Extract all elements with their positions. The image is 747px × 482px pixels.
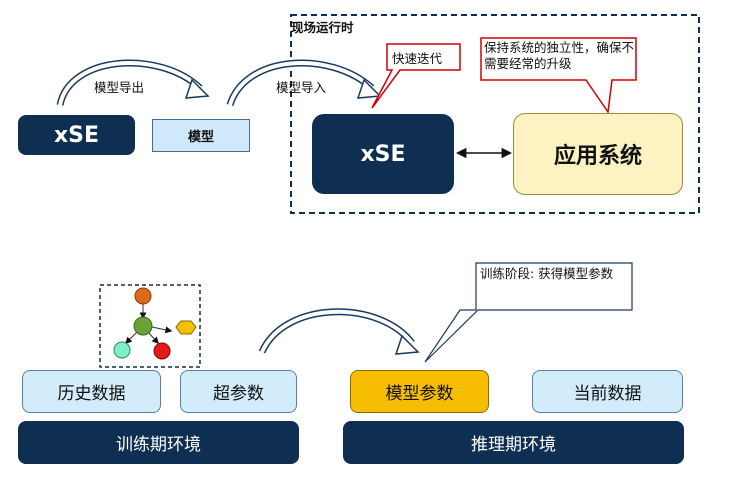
xse-box-runtime: xSE [312, 114, 454, 194]
callout-fast-shape [371, 43, 461, 109]
inference-env-bar: 推理期环境 [343, 421, 684, 464]
callout-independence-text: 保持系统的独立性，确保不需要经常的升级 [484, 40, 635, 71]
runtime-title: 现场运行时 [291, 20, 354, 35]
xse-box-left: xSE [18, 115, 135, 155]
graph-frame [99, 284, 201, 368]
hyperparams-box: 超参数 [180, 370, 297, 413]
graph-node-top [134, 287, 152, 305]
model-params-box: 模型参数 [350, 370, 489, 413]
graph-node-middle [133, 316, 153, 336]
graph-node-left [113, 341, 131, 359]
history-data-box: 历史数据 [22, 370, 161, 413]
import-label: 模型导入 [276, 80, 327, 95]
callout-training-text: 训练阶段: 获得模型参数 [480, 266, 614, 281]
training-to-inference-arrow [258, 308, 415, 354]
model-box: 模型 [152, 119, 250, 152]
runtime-frame [290, 14, 700, 214]
training-env-bar: 训练期环境 [18, 421, 299, 464]
current-data-box: 当前数据 [532, 370, 683, 413]
export-label: 模型导出 [94, 80, 145, 95]
graph-node-hexagon [175, 320, 197, 335]
callout-independence-shape [480, 37, 637, 115]
callout-fast-text: 快速迭代 [392, 51, 443, 66]
graph-node-right [153, 342, 171, 360]
callout-training-shape [424, 262, 633, 363]
app-system-box: 应用系统 [513, 113, 683, 195]
